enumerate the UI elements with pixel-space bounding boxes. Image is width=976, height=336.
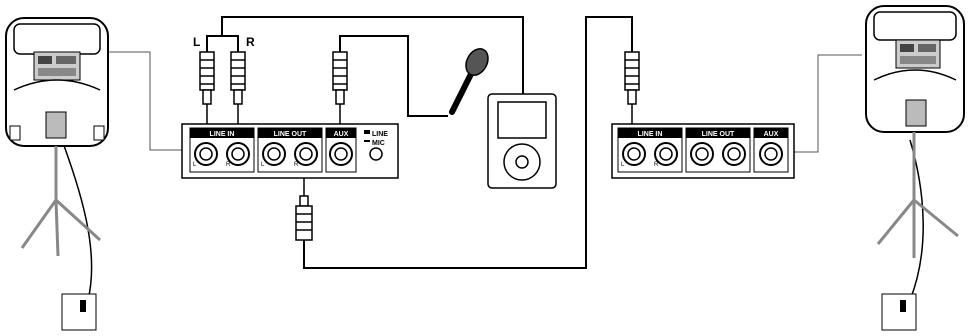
power-outlet-left — [61, 293, 97, 331]
mixer-left-aux-label: AUX — [334, 131, 349, 138]
power-outlet-right — [881, 293, 917, 331]
line-out-plug — [295, 178, 313, 241]
microphone — [449, 48, 489, 115]
player-screen — [497, 101, 547, 139]
rca-left-label: L — [193, 35, 200, 49]
cables — [61, 16, 924, 301]
pin-r: R — [294, 162, 299, 168]
power-cord-left — [61, 139, 93, 301]
switch-mic-label: MIC — [372, 140, 385, 147]
switch-line-label: LINE — [372, 131, 388, 138]
stand-right — [876, 132, 959, 258]
speaker-left-cable — [108, 51, 182, 151]
rca-plugs: L R — [193, 35, 348, 241]
mixer-right-line-out-label: LINE OUT — [702, 131, 735, 138]
mixer-left-line-out-label: LINE OUT — [274, 131, 307, 138]
pin-l: L — [621, 162, 625, 168]
aux-plug — [332, 51, 348, 124]
link-plug — [624, 51, 640, 124]
aux-mic-cable — [339, 35, 448, 117]
rca-plug-left — [199, 51, 215, 124]
line-in-cable-r — [222, 35, 239, 52]
pin-r: R — [654, 162, 659, 168]
media-player — [487, 93, 557, 189]
line-mic-switch[interactable] — [369, 147, 383, 161]
rca-right-label: R — [246, 35, 255, 49]
speaker-right-cable — [794, 54, 862, 153]
mixer-left: LINE IN L R LINE OUT L R AUX LINE MIC — [181, 123, 399, 179]
speaker-right — [865, 5, 965, 133]
power-cord-right — [909, 139, 924, 301]
speaker-left — [5, 17, 109, 147]
pin-l: L — [193, 162, 197, 168]
mixer-right-aux-label: AUX — [764, 131, 779, 138]
mixer-right: LINE IN L R LINE OUT AUX — [611, 123, 795, 179]
stand-left — [20, 146, 102, 257]
link-cable — [303, 16, 633, 269]
pin-l: L — [261, 162, 265, 168]
rca-plug-right — [230, 51, 246, 124]
line-in-cable — [206, 16, 524, 94]
mixer-right-line-in-label: LINE IN — [638, 131, 663, 138]
mixer-left-line-in-label: LINE IN — [210, 131, 235, 138]
pin-r: R — [226, 162, 231, 168]
mic-icon — [465, 48, 489, 76]
